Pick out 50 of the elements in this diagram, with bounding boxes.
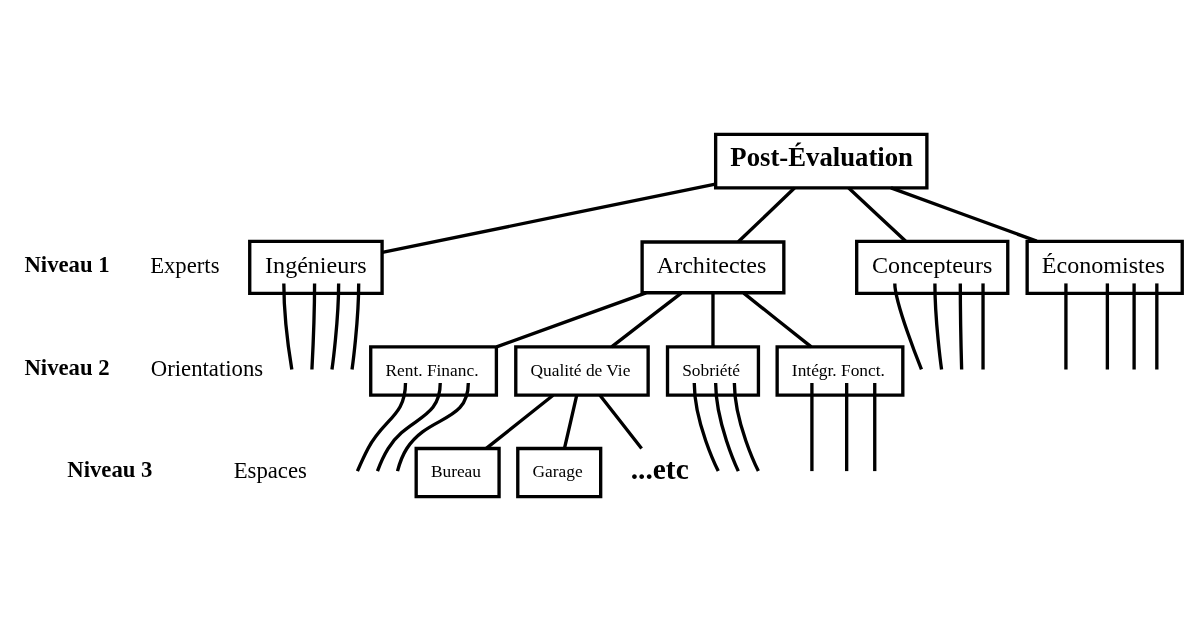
node-box: Concepteurs — [855, 239, 1010, 295]
connector — [873, 382, 877, 471]
connector — [933, 282, 944, 370]
connector — [496, 290, 647, 348]
connector — [375, 382, 442, 472]
connector — [711, 292, 715, 347]
node-box: Garage — [516, 446, 603, 498]
connector — [350, 282, 361, 370]
node-box: Ingénieurs — [248, 239, 384, 295]
connector — [742, 291, 813, 348]
node-box: Architectes — [640, 239, 786, 294]
connector — [1064, 282, 1068, 369]
node-box: Sobriété — [665, 344, 761, 397]
label: Niveau 2 — [24, 354, 110, 380]
connector — [310, 282, 317, 370]
connector — [1105, 282, 1110, 369]
connector — [958, 282, 964, 370]
connector — [485, 393, 555, 450]
connector — [395, 382, 470, 472]
connector — [810, 382, 814, 471]
connector — [355, 382, 408, 472]
connector — [1155, 282, 1159, 369]
connector — [893, 282, 923, 370]
node-box: Post-Évaluation — [714, 132, 929, 189]
connector — [692, 382, 720, 472]
connector — [845, 382, 849, 471]
connector — [282, 282, 294, 370]
label: Experts — [150, 252, 220, 278]
connector — [562, 394, 579, 449]
node-box: Bureau — [414, 446, 501, 498]
connector — [1132, 282, 1136, 369]
connector — [847, 186, 907, 242]
node-text: ...etc — [630, 452, 689, 485]
connector — [981, 282, 985, 369]
node-box: Rent. Financ. — [369, 344, 499, 397]
connector — [330, 282, 341, 370]
connector — [382, 182, 716, 254]
node-box: Économistes — [1025, 239, 1184, 295]
label: Niveau 3 — [67, 456, 153, 482]
label: Orientations — [150, 355, 264, 381]
connector — [732, 382, 760, 472]
node-box: Intégr. Fonct. — [775, 344, 905, 397]
node-box: Qualité de Vie — [514, 344, 650, 397]
label: Espaces — [233, 457, 307, 483]
connector — [598, 393, 643, 449]
connector — [890, 185, 1038, 243]
connector — [610, 291, 683, 348]
connector — [737, 186, 796, 243]
connector — [714, 382, 740, 472]
label: Niveau 1 — [24, 251, 110, 277]
